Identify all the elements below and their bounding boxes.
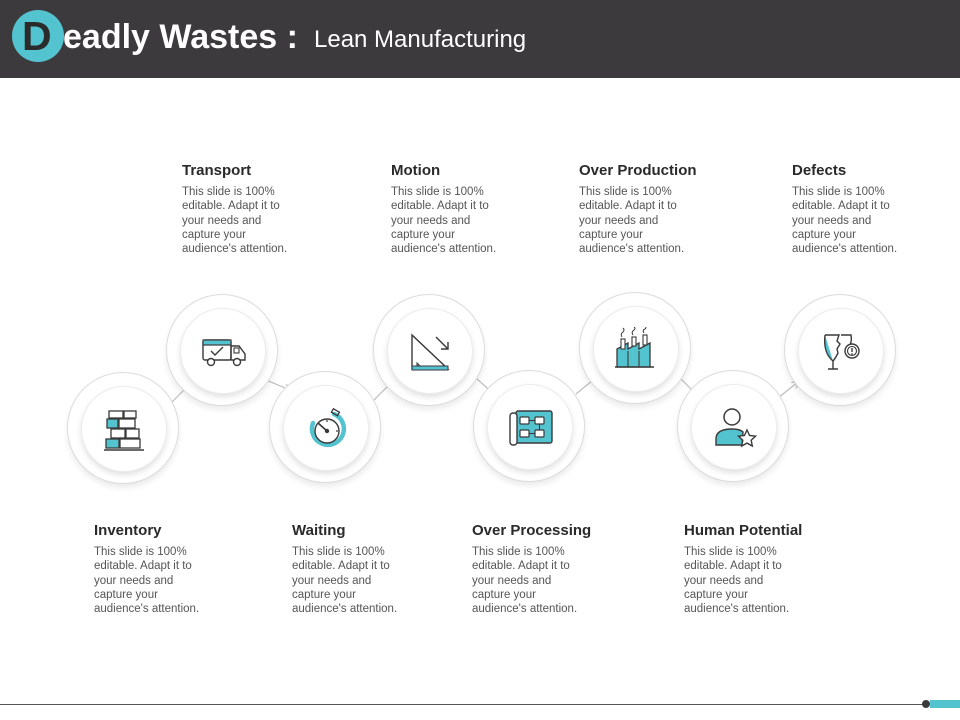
step-circle-inventory: [67, 372, 179, 484]
step-title: Motion: [391, 162, 441, 179]
page-title: eadly Wastes :: [63, 18, 298, 56]
step-title: Human Potential: [684, 522, 803, 539]
stopwatch-icon: [309, 407, 347, 447]
step-text-transport: Transport This slide is 100% editable. A…: [182, 162, 322, 256]
step-title: Over Processing: [472, 522, 592, 539]
truck-icon: [202, 339, 246, 367]
step-text-over-processing: Over Processing This slide is 100% edita…: [472, 522, 612, 616]
step-description: This slide is 100% editable. Adapt it to…: [391, 186, 497, 256]
title-badge-letter: D: [22, 13, 52, 59]
step-circle-over-production: [579, 292, 691, 404]
step-title: Transport: [182, 162, 252, 179]
step-description: This slide is 100% editable. Adapt it to…: [472, 546, 578, 616]
process-blueprint-icon: [509, 410, 553, 446]
person-star-icon: [715, 408, 758, 448]
factory-icon: [615, 327, 654, 368]
step-text-human-potential: Human Potential This slide is 100% edita…: [684, 522, 824, 616]
step-text-motion: Motion This slide is 100% editable. Adap…: [391, 162, 531, 256]
step-description: This slide is 100% editable. Adapt it to…: [792, 186, 898, 256]
title-badge: [12, 10, 64, 62]
footer-accent-bar: [930, 700, 960, 708]
step-text-waiting: Waiting This slide is 100% editable. Ada…: [292, 522, 432, 616]
step-circle-transport: [166, 294, 278, 406]
step-text-over-production: Over Production This slide is 100% edita…: [579, 162, 719, 256]
footer-dot: [922, 700, 930, 708]
step-description: This slide is 100% editable. Adapt it to…: [684, 546, 790, 616]
page-subtitle: Lean Manufacturing: [314, 26, 527, 53]
boxes-icon: [104, 410, 144, 451]
step-text-inventory: Inventory This slide is 100% editable. A…: [94, 522, 234, 616]
step-title: Over Production: [579, 162, 697, 179]
step-circle-motion: [373, 294, 485, 406]
step-description: This slide is 100% editable. Adapt it to…: [292, 546, 398, 616]
step-circle-human-potential: [677, 370, 789, 482]
step-circle-defects: [784, 294, 896, 406]
step-circle-waiting: [269, 371, 381, 483]
step-circle-over-processing: [473, 370, 585, 482]
broken-glass-icon: [823, 334, 860, 370]
step-title: Inventory: [94, 522, 162, 539]
step-text-defects: Defects This slide is 100% editable. Ada…: [792, 162, 932, 256]
header-bar: D eadly Wastes : Lean Manufacturing: [0, 0, 960, 78]
step-description: This slide is 100% editable. Adapt it to…: [94, 546, 200, 616]
step-title: Defects: [792, 162, 847, 179]
motion-triangle-icon: [411, 333, 450, 371]
step-description: This slide is 100% editable. Adapt it to…: [579, 186, 685, 256]
footer-divider: [0, 704, 926, 705]
step-description: This slide is 100% editable. Adapt it to…: [182, 186, 288, 256]
arrow-humanpotential-defects: [777, 382, 798, 399]
step-title: Waiting: [292, 522, 346, 539]
